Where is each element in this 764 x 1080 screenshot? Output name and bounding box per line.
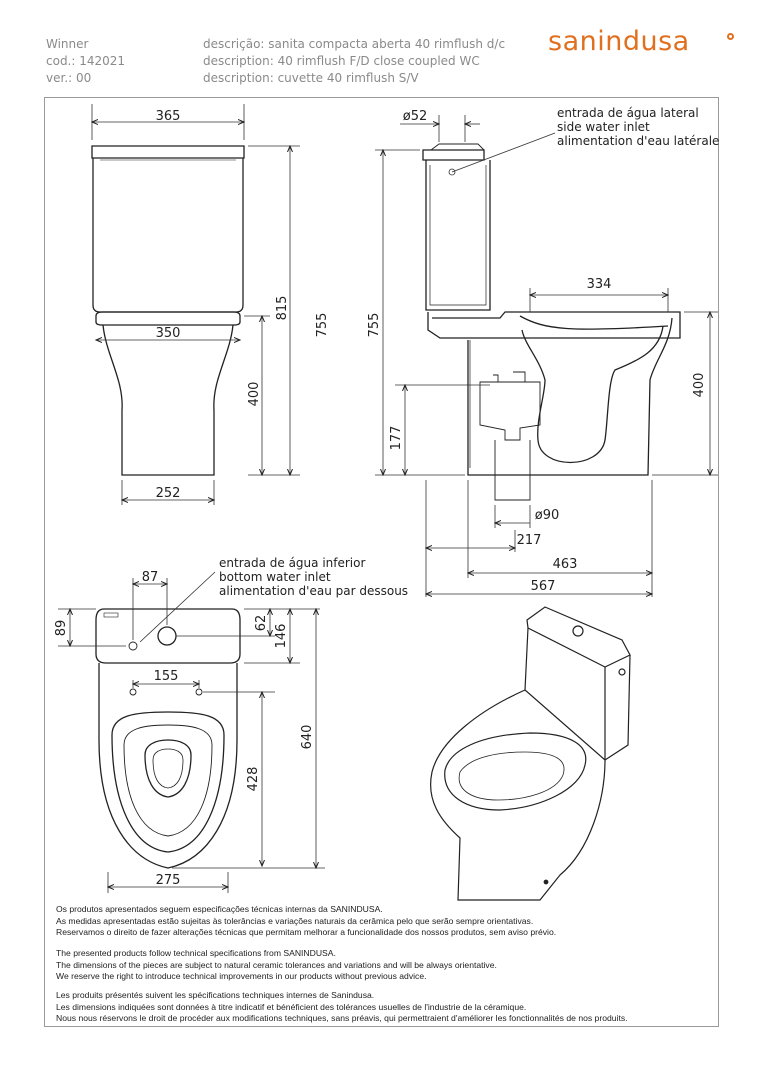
product-code: cod.: 142021 [46, 54, 126, 68]
footer-notes-fr: Les produits présentés suivent les spéci… [56, 990, 628, 1025]
footer-pt-line: Reservamos o direito de fazer alterações… [56, 927, 557, 937]
header-meta: Winner cod.: 142021 ver.: 00 [46, 36, 125, 87]
side-inlet-label-pt: entrada de água lateral [557, 106, 699, 120]
model-name: Winner [46, 37, 89, 51]
description-fr: description: cuvette 40 rimflush S/V [203, 71, 419, 85]
bottom-inlet-label-fr: alimentation d'eau par dessous [219, 584, 408, 598]
dim-outlet-distance: 217 [517, 533, 542, 548]
footer-notes-pt: Os produtos apresentados seguem especifi… [56, 904, 556, 939]
footer-pt-line: As medidas apresentadas estão sujeitas à… [56, 915, 534, 926]
dim-fixing-depth: 428 [246, 767, 261, 792]
dim-front-total-height: 815 [275, 296, 290, 321]
dim-front-height-alt: 755 [315, 313, 330, 338]
dim-side-total-height: 755 [367, 313, 382, 338]
footer-en-line: The dimensions of the pieces are subject… [56, 959, 497, 970]
dim-base-depth: 463 [553, 557, 578, 572]
dim-inlet-depth: 62 [254, 615, 269, 632]
top-view-dimensions [58, 571, 325, 893]
dim-top-width: 365 [156, 109, 181, 124]
side-view-dimensions [375, 115, 718, 597]
perspective-view [430, 606, 631, 901]
dim-inlet-diameter: ø52 [403, 109, 428, 124]
dim-top-total-depth: 640 [300, 725, 315, 750]
brand-logo: sanindusa [548, 26, 690, 57]
dim-front-seat-height: 400 [247, 382, 262, 407]
dim-mid-width: 350 [156, 326, 181, 341]
dim-tank-depth: 146 [274, 624, 289, 649]
header-descriptions: descrição: sanita compacta aberta 40 rim… [203, 36, 505, 87]
brand-logo-mark [727, 33, 734, 40]
footer-fr-line: Nous nous réservons le droit de procéder… [56, 1013, 628, 1023]
description-pt: descrição: sanita compacta aberta 40 rim… [203, 37, 506, 51]
dim-outlet-diameter: ø90 [535, 508, 560, 523]
side-inlet-label-en: side water inlet [557, 120, 650, 134]
footer-pt-line: Os produtos apresentados seguem especifi… [56, 904, 383, 914]
front-view-dimensions [92, 104, 300, 505]
description-en: description: 40 rimflush F/D close coupl… [203, 54, 480, 68]
dim-bowl-width: 275 [156, 873, 181, 888]
dim-fixing-distance: 155 [154, 669, 179, 684]
front-view [91, 145, 245, 476]
drawing-frame [44, 97, 719, 1027]
side-inlet-label-fr: alimentation d'eau latérale [557, 134, 719, 148]
dim-base-width: 252 [156, 486, 181, 501]
footer-notes-en: The presented products follow technical … [56, 948, 497, 983]
version: ver.: 00 [46, 71, 92, 85]
dim-total-depth: 567 [531, 579, 556, 594]
footer-fr-line: Les produits présentés suivent les spéci… [56, 990, 375, 1000]
bottom-inlet-label-en: bottom water inlet [219, 570, 331, 584]
footer-fr-line: Les dimensions indiquées sont données à … [56, 1001, 527, 1012]
footer-en-line: We reserve the right to introduce techni… [56, 971, 427, 981]
dim-bowl-length: 334 [587, 277, 612, 292]
bottom-inlet-label-pt: entrada de água inferior [219, 556, 365, 570]
top-view [95, 608, 241, 869]
dim-side-seat-height: 400 [692, 373, 707, 398]
dim-outlet-height: 177 [389, 426, 404, 451]
footer-en-line: The presented products follow technical … [56, 948, 336, 958]
side-view [422, 143, 681, 501]
dim-inlet-offset: 87 [142, 570, 159, 585]
dim-tank-front: 89 [54, 620, 69, 637]
